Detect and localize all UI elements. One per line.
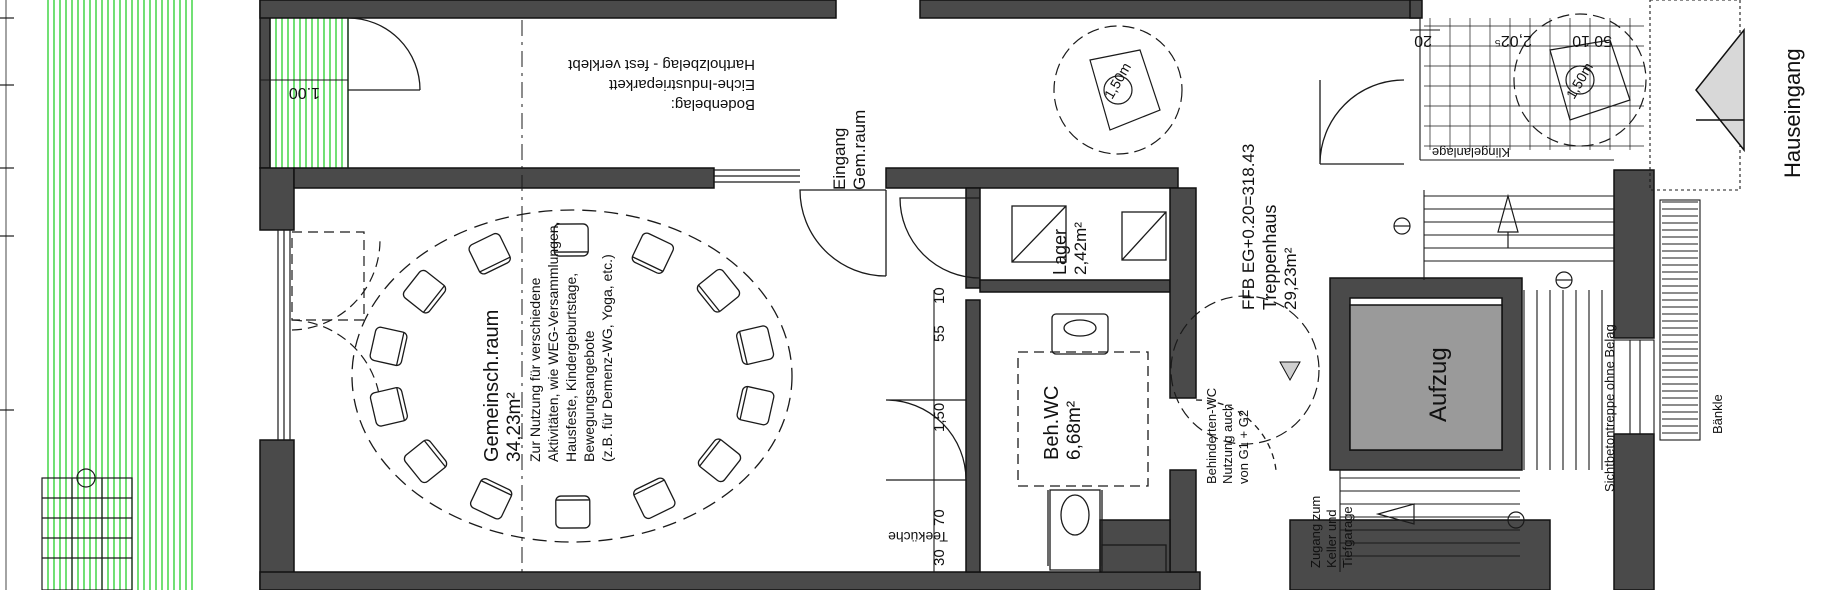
common-room-desc-2: Aktivitäten, wie WEG-Versammlungen, xyxy=(545,222,561,462)
access-1: Zugang zum xyxy=(1308,496,1323,568)
dim-9: 50 xyxy=(1594,32,1612,49)
staircase xyxy=(1339,190,1614,572)
lawn-area xyxy=(47,0,349,590)
elevator-shaft xyxy=(1329,277,1523,471)
dim-1: 1.00 xyxy=(289,84,320,101)
stairwell-level: FFB EG+0.20=318.43 xyxy=(1239,144,1258,310)
storage-room xyxy=(1011,205,1167,263)
dim-3: 55 xyxy=(931,325,948,342)
storage-area: 2,42m² xyxy=(1071,222,1090,275)
wc-note-3: von G1 + G2 xyxy=(1236,410,1251,484)
garden-steps xyxy=(41,468,133,590)
walls xyxy=(259,0,1655,590)
dim-8: 2,02⁵ xyxy=(1494,32,1532,49)
floor-line-1: Eiche-Industrieparkett xyxy=(608,76,755,93)
common-room-desc-5: (z.B. für Demenz-WG, Yoga, etc.) xyxy=(599,254,615,462)
dim-5: 70 xyxy=(931,509,948,526)
text-labels: Bodenbelag: Eiche-Industrieparkett Harth… xyxy=(289,32,1805,568)
wc-fixtures xyxy=(1017,313,1167,573)
dim-2: 10 xyxy=(931,287,948,304)
common-room-desc-1: Zur Nutzung für verschiedene xyxy=(527,277,543,462)
dim-6: 30 xyxy=(931,549,948,566)
access-3: Tiefgarage xyxy=(1340,506,1355,568)
wc-note-1: Behinderten-WC xyxy=(1204,388,1219,484)
stairwell-name: Treppenhaus xyxy=(1260,205,1280,310)
entrance-common-1: Eingang xyxy=(830,128,849,190)
doorbell-label: Klingelanlage xyxy=(1432,145,1510,160)
kitchenette-label: Teeküche xyxy=(888,529,948,545)
floor-line-2: Hartholzbelag - fest verklebt xyxy=(567,56,755,73)
stairwell-area: 29,23m² xyxy=(1281,247,1300,310)
wc-name: Beh.WC xyxy=(1041,386,1063,460)
common-room-area: 34,23m² xyxy=(504,392,525,462)
chair-ring xyxy=(351,209,793,543)
main-entrance-label: Hauseingang xyxy=(1780,48,1805,178)
floor-title: Bodenbelag: xyxy=(671,96,755,113)
dim-7: 20 xyxy=(1414,32,1432,49)
storage-name: Lager xyxy=(1050,229,1070,275)
stair-note: Sichtbetontreppe ohne Belag xyxy=(1602,324,1617,492)
dim-4: 1,50 xyxy=(931,403,948,432)
benches-label: Bänkle xyxy=(1710,394,1725,434)
entrance-common-2: Gem.raum xyxy=(850,110,869,190)
elevator-label: Aufzug xyxy=(1425,347,1452,422)
entrance-arrow xyxy=(1695,27,1745,153)
common-room-name: Gemeinsch.raum xyxy=(481,310,503,462)
access-2: Keller und xyxy=(1324,509,1339,568)
wc-area: 6,68m² xyxy=(1064,401,1085,460)
wc-note-2: Nutzung auch xyxy=(1220,404,1235,484)
wheelchair-turning-circle-left xyxy=(1053,25,1183,155)
common-room-desc-3: Hausfeste, Kindergeburtstage, xyxy=(563,273,579,462)
door-swings xyxy=(347,17,1405,481)
dim-10: 10 xyxy=(1572,32,1590,49)
common-room-desc-4: Bewegungsangebote xyxy=(581,330,597,462)
